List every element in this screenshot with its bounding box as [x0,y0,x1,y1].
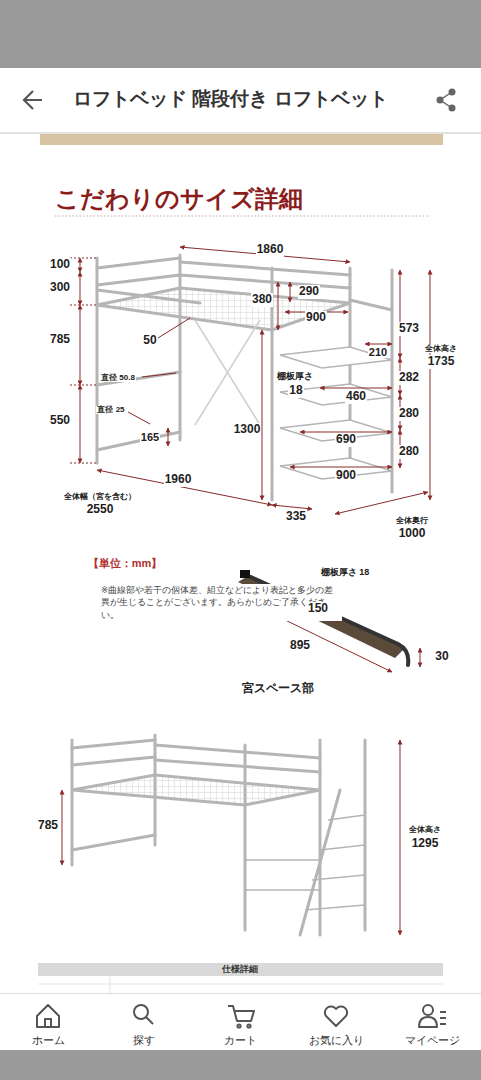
unit-note: 【単位：mm】 [87,557,164,569]
dimension: 1860 [256,243,285,256]
dimension-caption: 全体幅（宮を含む） [63,493,137,502]
dimension-caption: 全体高さ [408,826,442,835]
diameter-note: 直径 50.8 [100,374,136,383]
part-name: 宮スペース部 [241,682,315,695]
dimension: 335 [285,510,307,523]
dimension: 1735 [427,355,456,368]
dimension-caption: 全体奥行 [395,517,429,526]
nav-label: ホーム [31,1034,66,1046]
dimension: 30 [434,650,449,663]
dimension: 18 [288,384,303,397]
dimension: 785 [37,819,59,832]
dimension: 100 [49,258,71,271]
dimension: 900 [335,469,357,482]
dimension: 棚板厚さ 18 [320,568,371,578]
dimension: 150 [307,602,329,615]
dimension: 550 [49,414,71,427]
nav-label: お気に入り [308,1034,365,1046]
nav-label: カート [223,1034,258,1046]
dimension: 290 [298,285,320,298]
dimension: 1960 [164,473,193,486]
dimension: 282 [398,371,420,384]
dimension: 280 [398,445,420,458]
dimension: 1000 [398,527,427,540]
nav-label: マイページ [404,1034,461,1046]
dimension: 210 [368,346,388,358]
dimension: 2550 [86,503,115,516]
dimension: 165 [140,431,160,443]
dimension: 895 [289,639,311,652]
heading: こだわりのサイズ詳細 [55,183,303,215]
diameter-note: 直径 25 [96,406,125,415]
dimension-caption: 棚板厚さ [276,372,314,382]
dimension: 1295 [411,837,440,850]
dimension: 280 [398,407,420,420]
dimension: 900 [305,311,327,324]
page-title: ロフトベッド 階段付き ロフトベット [72,89,389,110]
table-header: 仕様詳細 [221,965,259,975]
dimension: 785 [49,333,71,346]
nav-label: 探す [132,1034,156,1046]
dimension: 690 [335,433,357,446]
dimension-caption: 全体高さ [424,345,458,354]
note: ※曲線部や若干の個体差、組立などにより表記と多少の差異が生じることがございます。… [100,584,342,621]
dimension: 50 [142,334,157,347]
dimension: 573 [398,322,420,335]
dimension: 300 [49,281,71,294]
dimension: 1300 [233,423,262,436]
dimension: 380 [251,293,273,306]
dimension: 460 [345,390,367,403]
